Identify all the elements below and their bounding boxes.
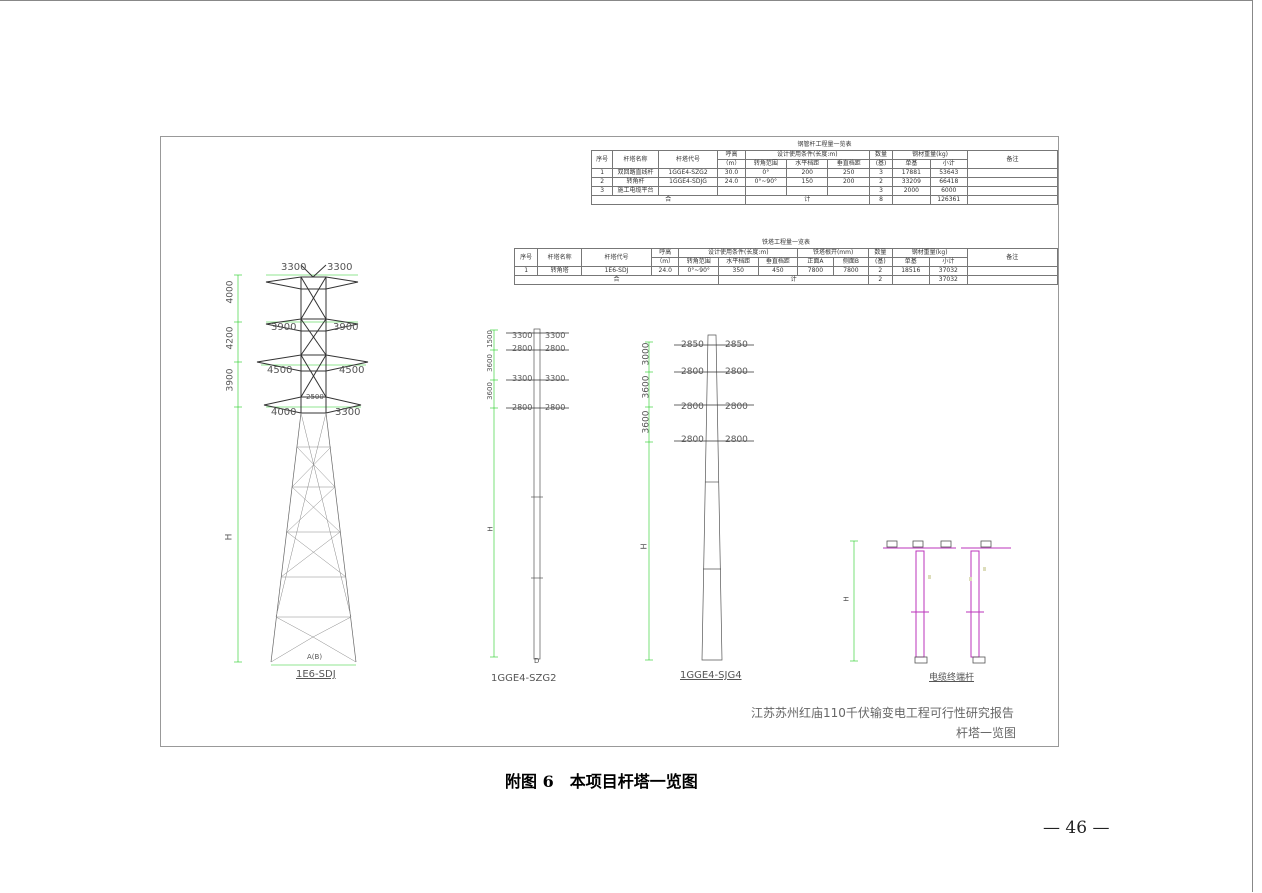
figure-caption: 附图 6 本项目杆塔一览图 xyxy=(505,772,698,791)
dim-label: 3300 xyxy=(335,407,361,418)
steel-pole-table: 钢管杆工程量一览表 序号 杆塔名称 杆塔代号 呼高 设计使用条件(长度:m) 数… xyxy=(590,139,1059,205)
tower-table: 铁塔工程量一览表 序号 杆塔名称 杆塔代号 呼高 设计使用条件(长度:m) 铁塔… xyxy=(513,237,1059,285)
tower-drawings xyxy=(234,264,1011,666)
cell: 126361 xyxy=(929,195,968,205)
steel-pole-1GGE4-SZG2 xyxy=(490,328,569,660)
vdim-label: 4200 xyxy=(225,326,236,350)
dim-label: 2800 xyxy=(545,403,566,412)
height-label: H xyxy=(639,543,649,550)
vdim-label: 3600 xyxy=(641,375,652,399)
table-row: 2 转角杆 1GGE4-SDJG 24.0 0°~90° 150 200 2 3… xyxy=(590,177,1059,187)
table-total-row: 合 计 8 126361 xyxy=(591,195,1059,205)
col-header: 杆塔名称 xyxy=(612,150,659,169)
page-number: — 46 — xyxy=(1043,818,1110,838)
vdim-label: 3600 xyxy=(641,410,652,434)
dim-label: 2850 xyxy=(681,340,704,350)
vdim-label: 3600 xyxy=(485,354,494,372)
title-block-line1: 江苏苏州红庙110千伏输变电工程可行性研究报告 xyxy=(751,706,1014,720)
dim-label: 3900 xyxy=(333,322,359,333)
tower-name: 电缆终端杆 xyxy=(929,673,975,683)
dim-label: 2800 xyxy=(725,435,748,445)
height-label: H xyxy=(224,533,235,541)
dim-label: 3300 xyxy=(327,262,353,273)
dim-label: 4500 xyxy=(267,365,293,376)
dim-label: 2800 xyxy=(512,403,533,412)
cable-terminal-pole xyxy=(850,540,1011,664)
table-row: 3 施工电缆平台 3 2000 6000 xyxy=(590,186,1059,196)
table-total-row: 合 计 2 37032 xyxy=(514,275,1059,285)
dim-label: 2800 xyxy=(725,402,748,412)
vdim-label: 3600 xyxy=(485,382,494,400)
dim-label: 3300 xyxy=(512,374,533,383)
lattice-tower-1E6-SDJ xyxy=(234,264,369,666)
dim-label: 2800 xyxy=(545,344,566,353)
dim-label: 2800 xyxy=(725,367,748,377)
title-block-line2: 杆塔一览图 xyxy=(956,726,1017,740)
tower-name: 1GGE4-SJG4 xyxy=(680,670,742,681)
steel-pole-1GGE4-SJG4 xyxy=(645,334,754,661)
vdim-label: 4000 xyxy=(225,280,236,304)
dim-label: 2800 xyxy=(681,435,704,445)
dim-label: 3300 xyxy=(512,331,533,340)
dim-label: 3300 xyxy=(545,374,566,383)
dim-label: 3900 xyxy=(271,322,297,333)
vdim-label: 3000 xyxy=(641,342,652,366)
dim-label: 2800 xyxy=(681,402,704,412)
vdim-label: 1500 xyxy=(485,330,494,348)
drawing-sheet: 钢管杆工程量一览表 序号 杆塔名称 杆塔代号 呼高 设计使用条件(长度:m) 数… xyxy=(160,136,1059,747)
height-label: H xyxy=(842,596,851,602)
tower-name: 1E6-SDJ xyxy=(296,669,336,680)
dim-label: 3300 xyxy=(281,262,307,273)
base-label: A(B) xyxy=(307,653,323,661)
dim-label: 3300 xyxy=(545,331,566,340)
base-label: D xyxy=(534,657,540,665)
dim-label: 2800 xyxy=(681,367,704,377)
vdim-label: 3900 xyxy=(225,368,236,392)
cell xyxy=(966,275,1059,285)
dim-label: 2500 xyxy=(306,393,324,401)
cell: 2 xyxy=(868,275,893,285)
dim-label: 4000 xyxy=(271,407,297,418)
dim-label: 4500 xyxy=(339,365,365,376)
height-label: H xyxy=(486,526,495,532)
dim-label: 2850 xyxy=(725,340,748,350)
cell xyxy=(966,195,1059,205)
tower-name: 1GGE4-SZG2 xyxy=(491,673,557,684)
dim-label: 2800 xyxy=(512,344,533,353)
